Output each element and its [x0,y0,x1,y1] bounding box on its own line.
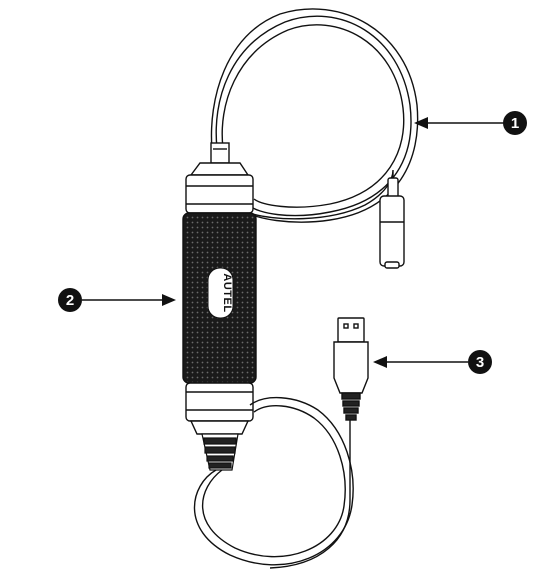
camera-probe-tip [379,177,405,269]
callout-2: 2 [58,288,176,312]
callout-3-badge [468,350,492,374]
callout-3-number: 3 [476,354,484,371]
handle [182,142,257,435]
callout-2-number: 2 [66,292,74,309]
upper-cable-coil [210,8,419,223]
callout-2-badge [58,288,82,312]
callout-1-number: 1 [511,115,519,132]
callout-1-badge [503,111,527,135]
brand-label: AUTEL [221,273,233,312]
brand-badge: AUTEL [207,267,234,319]
lower-cable-loop [193,396,354,569]
usb-connector [333,317,369,421]
callout-1: 1 [414,111,527,135]
strain-relief [201,433,239,471]
callout-3: 3 [373,350,492,374]
